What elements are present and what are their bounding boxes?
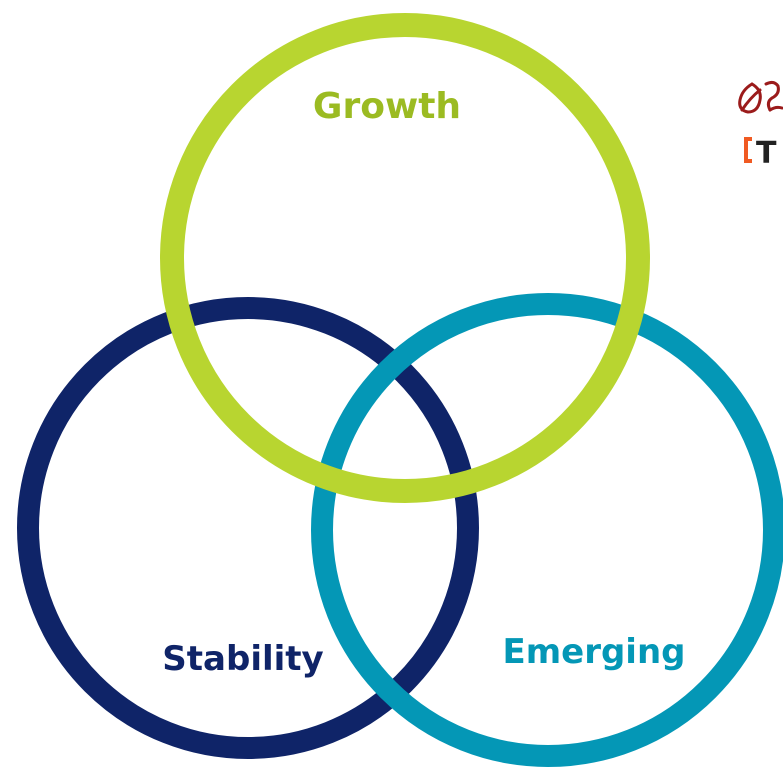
stability-label: Stability bbox=[162, 639, 323, 679]
emerging-circle bbox=[311, 293, 783, 767]
brand-logo: T bbox=[738, 80, 783, 171]
logo-wordmark: T bbox=[756, 136, 777, 171]
emerging-label: Emerging bbox=[502, 632, 685, 672]
bracket-icon bbox=[744, 137, 752, 163]
growth-label: Growth bbox=[313, 86, 461, 127]
growth-circle bbox=[160, 13, 650, 503]
stability-circle bbox=[17, 297, 479, 759]
calligraphy-mark-icon bbox=[738, 80, 783, 114]
